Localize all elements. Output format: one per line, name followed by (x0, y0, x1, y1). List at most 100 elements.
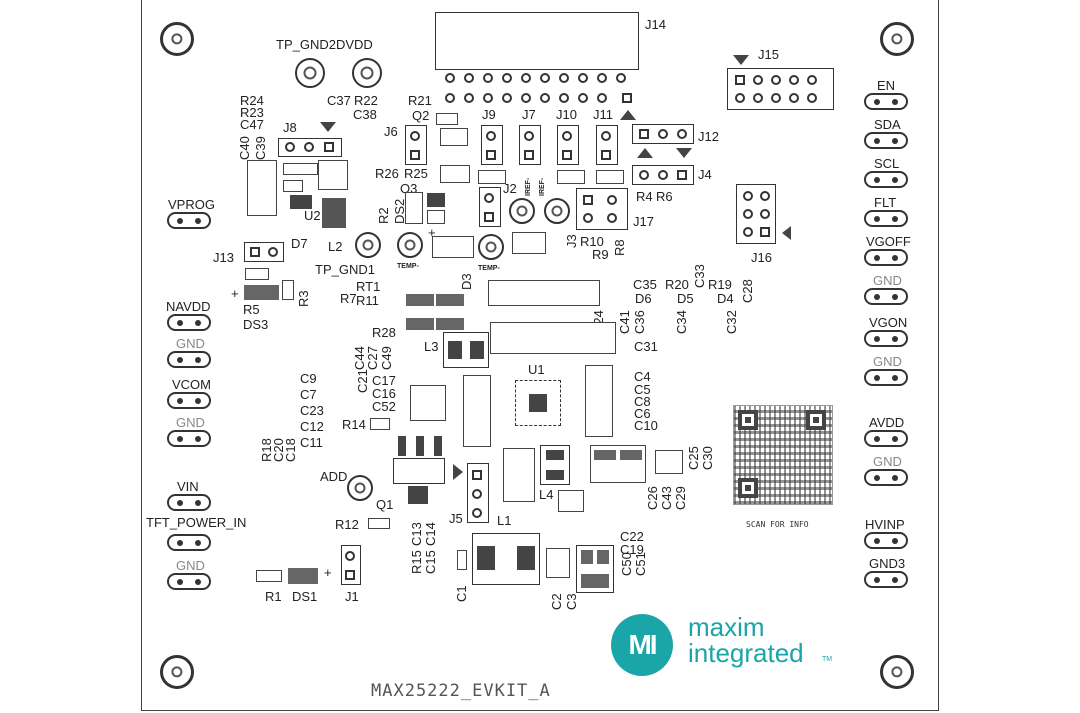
l4-inductor (540, 445, 570, 485)
j1-header (341, 545, 361, 585)
c43-label: C43 (659, 486, 674, 510)
tp-gnd2-point[interactable] (295, 58, 325, 88)
c26-label: C26 (645, 486, 660, 510)
navdd-gnd-pad[interactable] (167, 351, 211, 368)
maxim-logo-mark: MI (611, 614, 673, 676)
c29-label: C29 (673, 486, 688, 510)
tft-gnd-label: GND (176, 558, 205, 573)
tp-gnd2dvdd-label: TP_GND2DVDD (276, 37, 373, 52)
c40-label: C40 (237, 136, 252, 160)
j12-header (632, 124, 694, 144)
c49-label: C49 (379, 346, 394, 370)
d3-label: D3 (459, 273, 474, 290)
u2-area-cap-a (283, 163, 318, 175)
c34-label: C34 (674, 310, 689, 334)
j5-marker (453, 464, 463, 480)
c18-label: C18 (283, 438, 298, 462)
q3-chip (427, 193, 445, 207)
c15-label: C15 (423, 550, 438, 574)
sda-pad[interactable] (864, 132, 908, 149)
c47-label: C47 (240, 117, 264, 132)
r10-label: R10 (580, 234, 604, 249)
c13-label: C13 (409, 522, 424, 546)
j11-pads-below (596, 170, 624, 184)
tp-dvdd-point[interactable] (352, 58, 382, 88)
vgoff-gnd-label: GND (873, 273, 902, 288)
avdd-gnd-label: GND (873, 454, 902, 469)
vcom-gnd-pad[interactable] (167, 430, 211, 447)
rt1-label: RT1 (356, 279, 381, 294)
en-pad[interactable] (864, 93, 908, 110)
add-testpoint[interactable] (347, 475, 373, 501)
c31-pads (490, 322, 616, 354)
c52-label: C52 (372, 399, 396, 414)
vprog-pad[interactable] (167, 212, 211, 229)
j3-label: J3 (564, 234, 579, 248)
vin-label: VIN (177, 479, 199, 494)
vgon-pad[interactable] (864, 330, 908, 347)
vgon-gnd-pad[interactable] (864, 369, 908, 386)
c32-label: C32 (724, 310, 739, 334)
iref-a-testpoint[interactable] (509, 198, 535, 224)
r2-label: R2 (376, 207, 391, 224)
j6-label: J6 (384, 124, 398, 139)
mounting-hole-top-right (880, 22, 914, 56)
j1-label: J1 (345, 589, 359, 604)
l2-testpoint[interactable] (355, 232, 381, 258)
temp-a-testpoint[interactable] (397, 232, 423, 258)
gnd3-pad[interactable] (864, 571, 908, 588)
iref-b-testpoint[interactable] (544, 198, 570, 224)
vgoff-pad[interactable] (864, 249, 908, 266)
c33-label: C33 (692, 264, 707, 288)
qr-code[interactable] (733, 405, 833, 505)
ds1-led (288, 568, 318, 584)
j11-label: J11 (593, 107, 613, 122)
j14-pin-row (445, 73, 635, 109)
vgoff-label: VGOFF (866, 234, 911, 249)
c9-label: C9 (300, 371, 317, 386)
q2-label: Q2 (412, 108, 430, 123)
l2-label: L2 (328, 239, 343, 254)
avdd-gnd-pad[interactable] (864, 469, 908, 486)
vin-pad[interactable] (167, 494, 211, 511)
ds1-label: DS1 (292, 589, 318, 604)
mounting-hole-bottom-left (160, 655, 194, 689)
j16-pin1-marker (782, 226, 791, 240)
iref-pads (512, 232, 546, 254)
tft-power-in-pad[interactable] (167, 534, 211, 551)
c8-label: C8 (634, 394, 651, 409)
c38-label: C38 (353, 107, 377, 122)
c10-label: C10 (634, 418, 658, 433)
r12-pads (368, 518, 390, 529)
flt-pad[interactable] (864, 210, 908, 227)
q1-pin-a (416, 436, 424, 456)
temp-b-testpoint[interactable] (478, 234, 504, 260)
hvinp-pad[interactable] (864, 532, 908, 549)
c12-label: C12 (300, 419, 324, 434)
flt-label: FLT (874, 195, 897, 210)
r14-label: R14 (342, 417, 366, 432)
tft-gnd-pad[interactable] (167, 573, 211, 590)
r28-part (406, 318, 434, 330)
r22-label: R22 (354, 93, 378, 108)
ds3-polarity-mark: + (231, 286, 239, 301)
c35-area-pads (488, 280, 600, 306)
navdd-pad[interactable] (167, 314, 211, 331)
vprog-label: VPROG (168, 197, 215, 212)
c50-label: C50 (619, 552, 634, 576)
c52-pads (410, 385, 446, 421)
scl-pad[interactable] (864, 171, 908, 188)
logo-text-integrated: integrated (688, 638, 804, 668)
avdd-pad[interactable] (864, 430, 908, 447)
c11-label: C11 (300, 435, 323, 450)
c51-label: C51 (633, 552, 648, 576)
vcom-pad[interactable] (167, 392, 211, 409)
r24-label: R24 (240, 93, 264, 108)
vgoff-gnd-pad[interactable] (864, 288, 908, 305)
c23-label: C23 (300, 403, 324, 418)
j15-pin1-marker (733, 55, 749, 65)
r25-label: R25 (404, 166, 428, 181)
hvinp-label: HVINP (865, 517, 905, 532)
u2-chip (290, 195, 312, 209)
l3-label: L3 (424, 339, 439, 354)
